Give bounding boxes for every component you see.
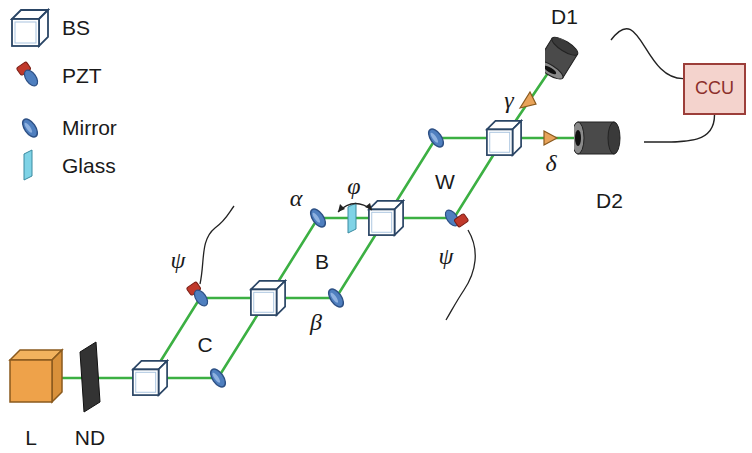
beam-splitter xyxy=(369,201,403,235)
part-label: β xyxy=(310,309,322,335)
control-unit-box: CCU xyxy=(683,63,746,115)
detector-symbol xyxy=(549,34,580,58)
part-label: W xyxy=(435,170,455,193)
node-label: D2 xyxy=(596,189,623,212)
laser-beam xyxy=(60,70,578,378)
mirror xyxy=(326,287,347,310)
part-label: ND xyxy=(75,426,105,449)
detector-symbol xyxy=(545,34,580,82)
detector-symbol xyxy=(574,122,584,154)
detector: D1 xyxy=(545,5,611,97)
beam-splitter xyxy=(487,121,521,155)
detector: D2 xyxy=(574,112,644,212)
phase-arrow xyxy=(338,203,372,212)
part-label: L xyxy=(25,426,37,449)
arrow-head xyxy=(338,204,345,212)
legend-text: BS xyxy=(62,16,90,39)
aperture xyxy=(544,131,557,145)
glass-plate xyxy=(348,203,356,233)
part-label: δ xyxy=(545,150,556,176)
pzt-mirror xyxy=(443,208,469,228)
legend-text: PZT xyxy=(62,64,102,87)
legend-text: Glass xyxy=(62,154,116,177)
detector-symbol xyxy=(545,64,557,76)
pzt-mirror xyxy=(186,281,210,308)
part-label: ψ xyxy=(439,243,454,269)
node-label: CCU xyxy=(695,79,734,99)
arrow-head xyxy=(365,203,372,210)
mirror xyxy=(208,367,229,390)
detector-symbol xyxy=(608,122,620,154)
laser-source xyxy=(10,350,62,402)
legend-mirror-icon xyxy=(20,117,41,140)
part-label: B xyxy=(315,250,329,273)
part-label: φ xyxy=(347,173,360,199)
part-label: γ xyxy=(504,87,513,113)
signal-cable xyxy=(611,29,683,79)
legend-text: Mirror xyxy=(62,116,117,139)
part-label: α xyxy=(290,185,303,211)
signal-cable xyxy=(644,115,715,142)
beam-splitter xyxy=(251,281,285,315)
node-label: D1 xyxy=(551,5,578,28)
legend-glass-icon xyxy=(24,150,32,180)
mirror xyxy=(308,207,329,230)
detector-symbol xyxy=(545,58,565,82)
detector-symbol xyxy=(575,130,581,146)
beam-splitter xyxy=(133,361,167,395)
legend-bs-icon xyxy=(12,10,48,46)
mirror xyxy=(426,127,447,150)
legend-pzt-icon xyxy=(16,61,40,88)
nd-filter xyxy=(80,342,100,412)
part-label: ψ xyxy=(171,247,186,273)
aperture xyxy=(520,92,536,108)
laser-source xyxy=(52,350,62,402)
part-label: C xyxy=(197,333,212,356)
pzt-wire xyxy=(200,206,234,284)
laser-source xyxy=(10,360,52,402)
